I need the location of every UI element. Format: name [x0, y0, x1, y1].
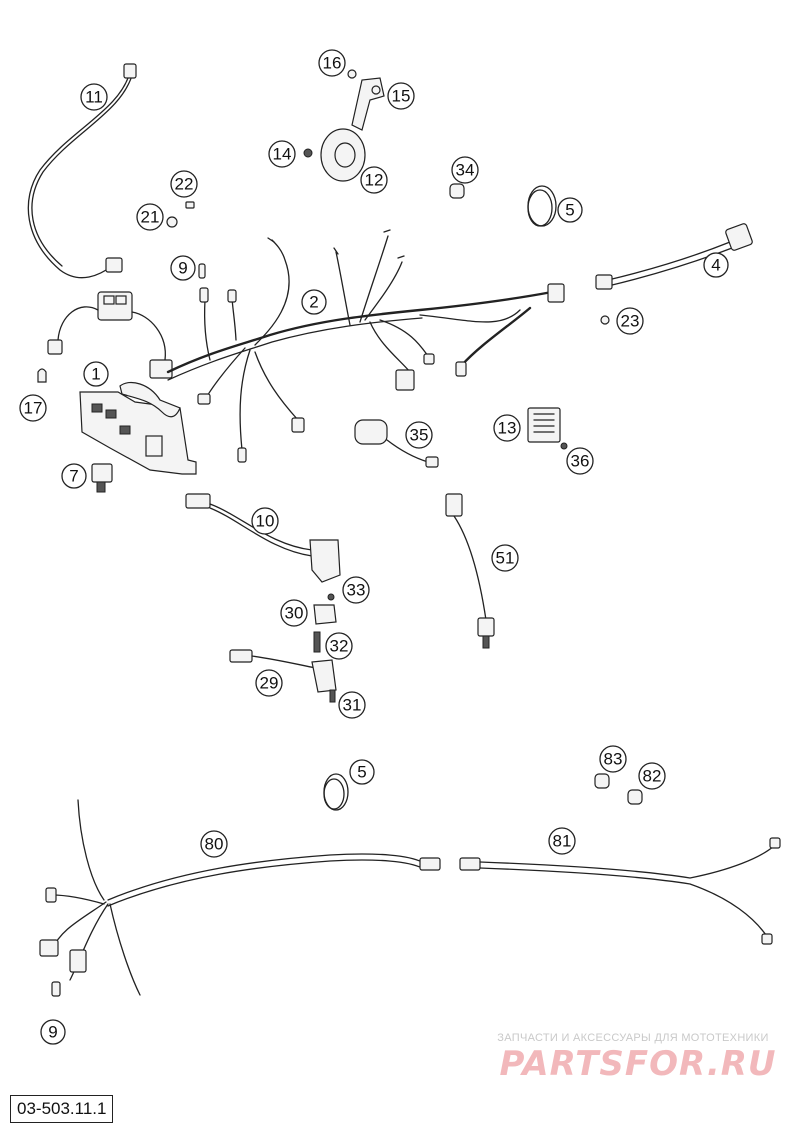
part-81-harness	[459, 837, 781, 945]
part-51-sensor	[445, 493, 495, 649]
svg-text:83: 83	[604, 750, 623, 769]
callout-1: 1	[83, 361, 109, 387]
callout-32: 32	[325, 632, 353, 660]
callout-7: 7	[61, 463, 87, 489]
part-5-clip-lower	[323, 773, 349, 811]
svg-text:15: 15	[392, 87, 411, 106]
drawing-code: 03-503.11.1	[10, 1095, 114, 1123]
svg-text:14: 14	[273, 145, 292, 164]
svg-text:29: 29	[260, 674, 279, 693]
svg-text:9: 9	[48, 1023, 57, 1042]
callout-12: 12	[360, 166, 388, 194]
svg-text:80: 80	[205, 835, 224, 854]
svg-text:23: 23	[621, 312, 640, 331]
svg-text:22: 22	[175, 175, 194, 194]
part-34-cap	[449, 183, 465, 199]
svg-text:10: 10	[256, 512, 275, 531]
parts-21-22-bulbs	[166, 201, 195, 228]
part-17-bulb	[37, 368, 47, 383]
callout-4: 4	[703, 252, 729, 278]
callout-81: 81	[548, 827, 576, 855]
callout-33: 33	[342, 576, 370, 604]
callout-9-lower: 9	[40, 1019, 66, 1045]
part-11-cable	[27, 63, 137, 279]
svg-text:32: 32	[330, 637, 349, 656]
callout-83: 83	[599, 745, 627, 773]
part-35-capacitor	[354, 419, 439, 468]
part-13-regulator	[527, 407, 568, 450]
svg-text:4: 4	[711, 256, 720, 275]
callout-31: 31	[338, 691, 366, 719]
callout-30: 30	[280, 599, 308, 627]
callout-21: 21	[136, 203, 164, 231]
svg-text:11: 11	[85, 88, 103, 107]
svg-text:5: 5	[357, 763, 366, 782]
part-4-cable	[595, 223, 753, 290]
callout-82: 82	[638, 762, 666, 790]
svg-text:17: 17	[24, 399, 43, 418]
svg-text:30: 30	[285, 604, 304, 623]
part-2-main-harness	[166, 229, 565, 463]
part-1-bracket	[79, 381, 197, 475]
callout-14: 14	[268, 140, 296, 168]
callout-2: 2	[301, 289, 327, 315]
svg-text:81: 81	[553, 832, 572, 851]
part-9-upper-bulb	[198, 263, 206, 279]
callout-9-upper: 9	[170, 255, 196, 281]
svg-text:51: 51	[496, 549, 515, 568]
callout-10: 10	[251, 507, 279, 535]
part-10-switch	[185, 493, 341, 583]
callout-29: 29	[255, 669, 283, 697]
callout-11: 11	[80, 83, 108, 111]
svg-text:13: 13	[498, 419, 517, 438]
callout-13: 13	[493, 414, 521, 442]
watermark-logo: PARTSFOR.RU	[499, 1044, 777, 1084]
svg-text:35: 35	[410, 426, 429, 445]
svg-text:2: 2	[309, 293, 318, 312]
svg-text:36: 36	[571, 452, 590, 471]
svg-text:33: 33	[347, 581, 366, 600]
callout-5-lower: 5	[349, 759, 375, 785]
part-relay-socket-cable	[47, 291, 173, 379]
svg-text:34: 34	[456, 161, 475, 180]
callout-35: 35	[405, 421, 433, 449]
callout-17: 17	[19, 394, 47, 422]
parts-12-16-horn	[303, 69, 385, 182]
callout-34: 34	[451, 156, 479, 184]
callout-22: 22	[170, 170, 198, 198]
svg-text:21: 21	[141, 208, 160, 227]
watermark-tagline: ЗАПЧАСТИ И АКСЕССУАРЫ ДЛЯ МОТОТЕХНИКИ	[497, 1032, 769, 1044]
svg-text:9: 9	[178, 259, 187, 278]
parts-30-33-switch-parts	[313, 593, 337, 653]
svg-text:12: 12	[365, 171, 384, 190]
part-80-harness	[39, 799, 441, 997]
svg-text:7: 7	[69, 467, 78, 486]
callout-5-upper: 5	[557, 197, 583, 223]
callout-16: 16	[318, 49, 346, 77]
svg-text:16: 16	[323, 54, 342, 73]
part-23-bulb	[600, 315, 610, 325]
svg-text:31: 31	[343, 696, 362, 715]
part-7-relay	[91, 463, 113, 493]
svg-text:82: 82	[643, 767, 662, 786]
svg-text:5: 5	[565, 201, 574, 220]
callout-36: 36	[566, 447, 594, 475]
callout-80: 80	[200, 830, 228, 858]
part-29-switch-cable	[229, 649, 337, 703]
part-5-clip-upper	[527, 185, 557, 227]
callout-23: 23	[616, 307, 644, 335]
callout-51: 51	[491, 544, 519, 572]
callout-15: 15	[387, 82, 415, 110]
svg-text:1: 1	[91, 365, 100, 384]
parts-82-83	[594, 773, 643, 805]
